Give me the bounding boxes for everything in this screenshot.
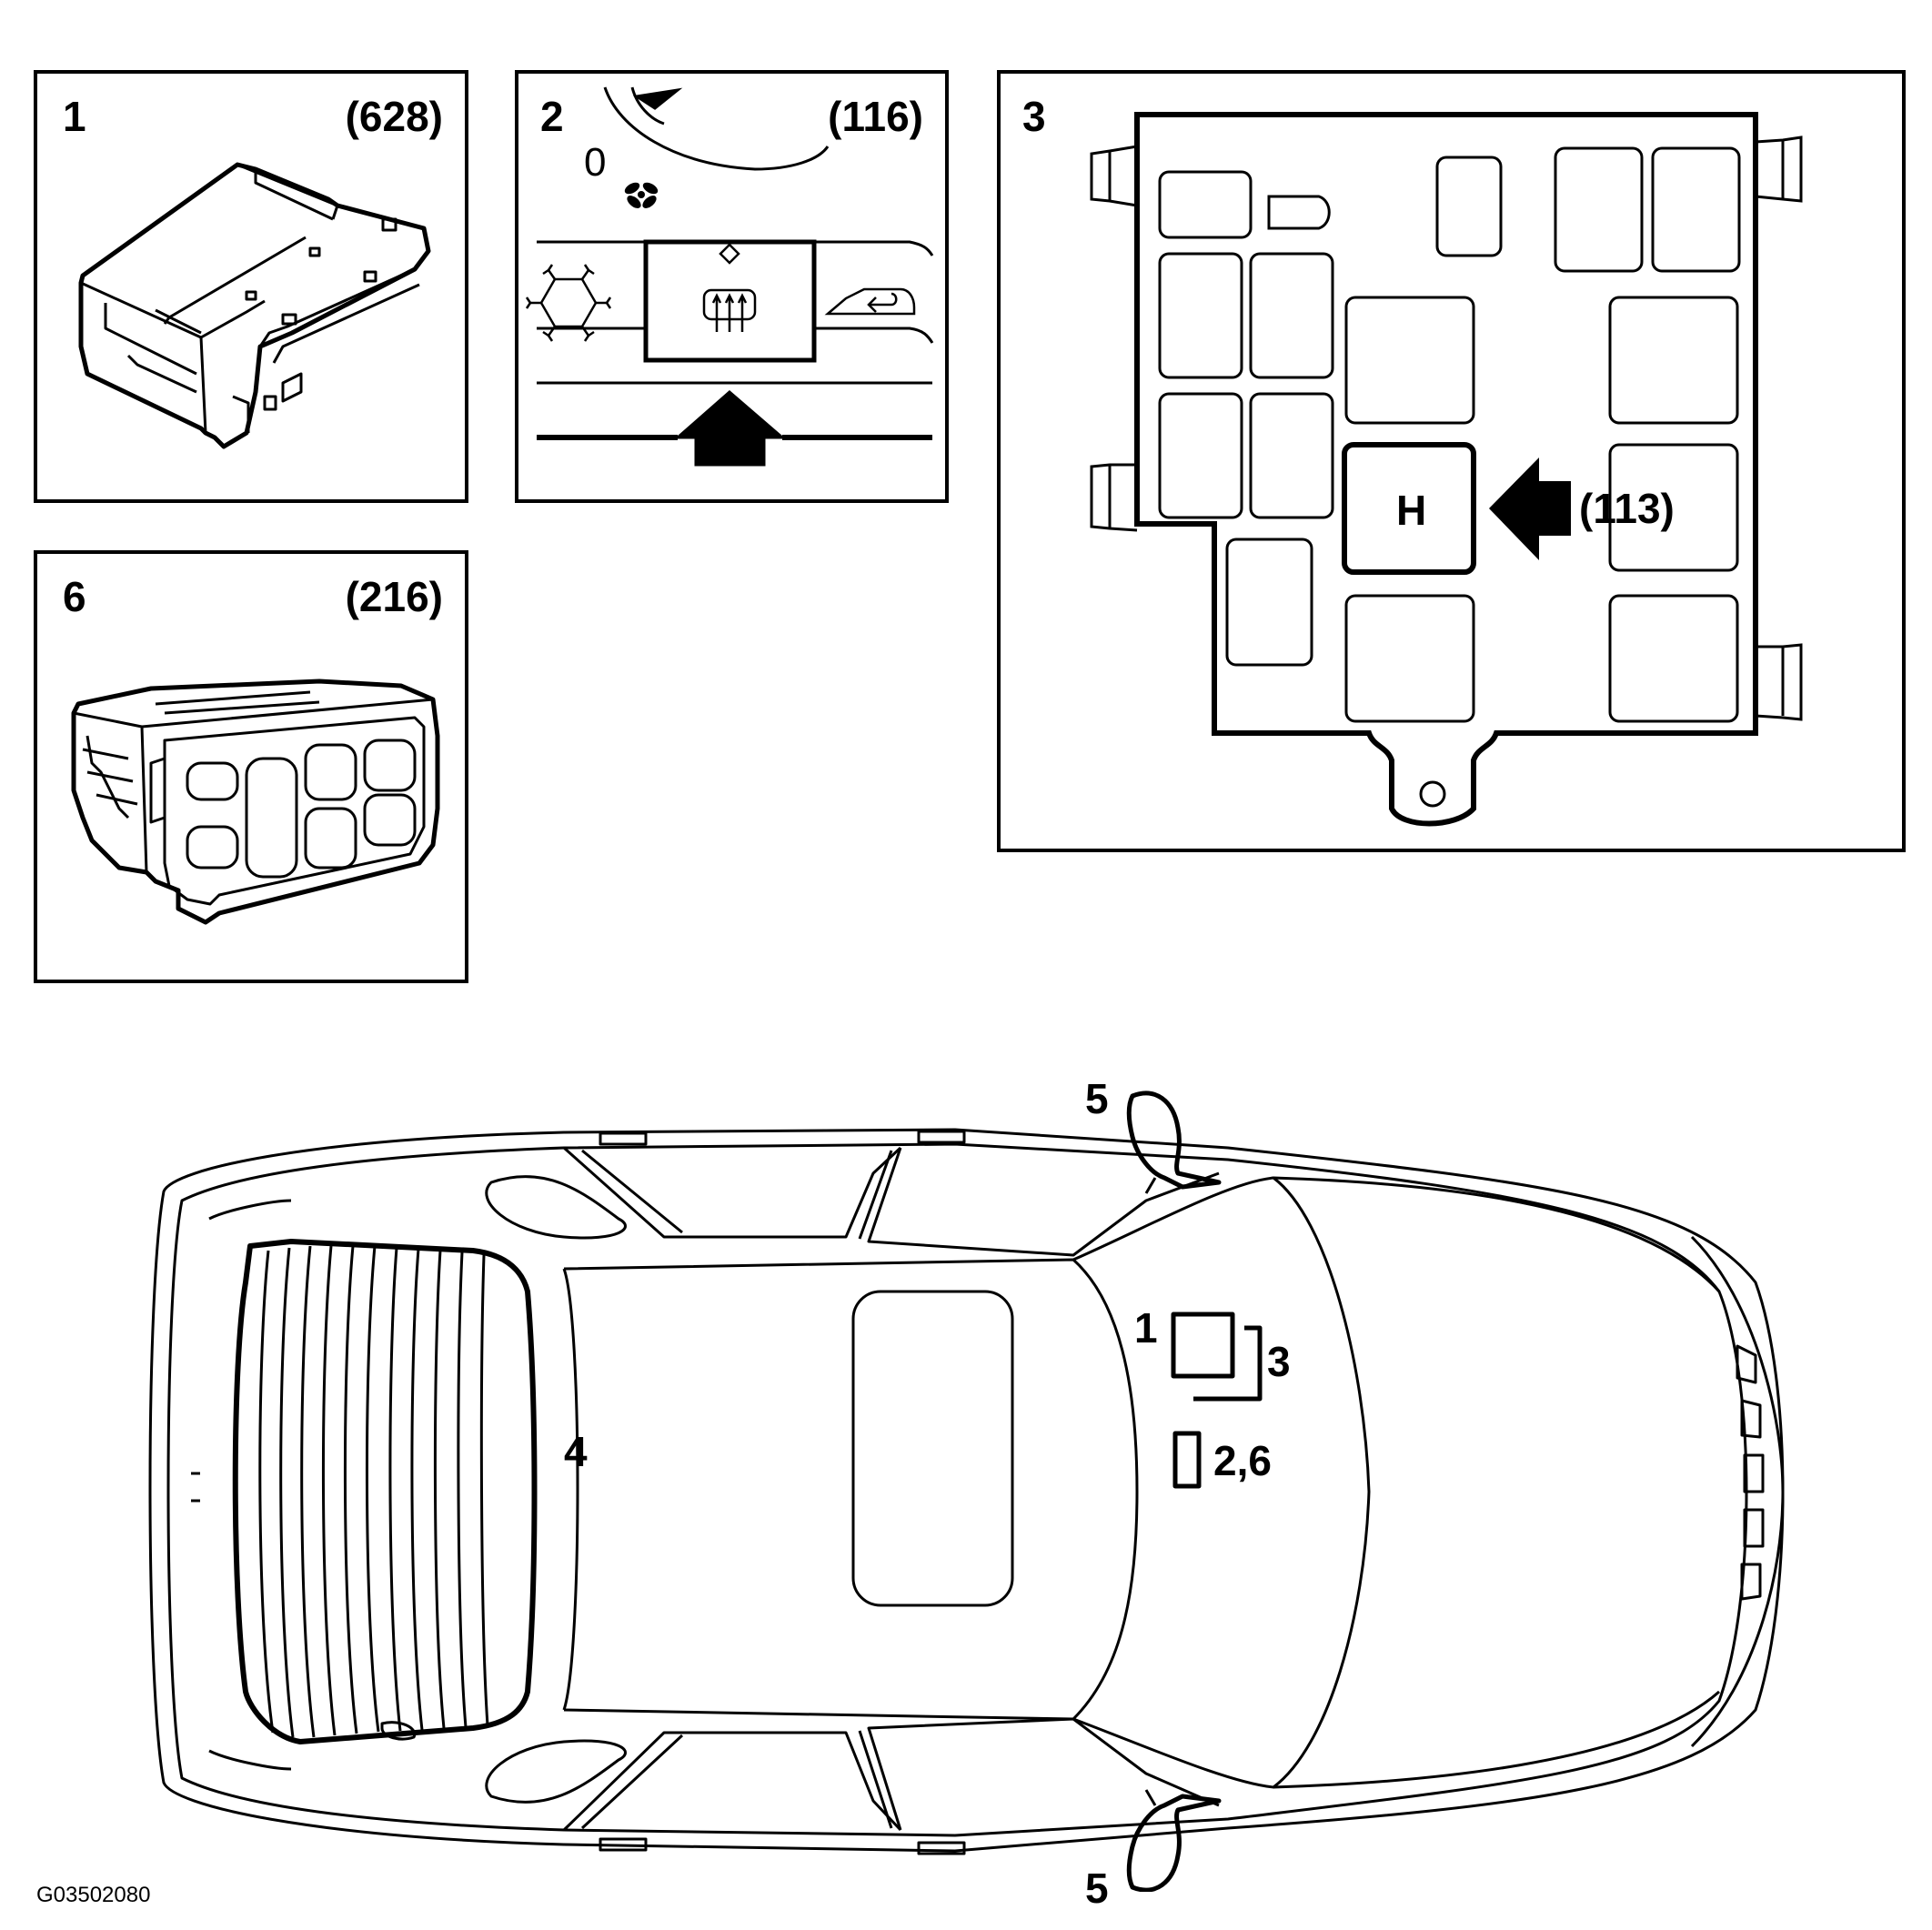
relay-h-label: H [1396, 487, 1427, 534]
climate-control-panel-art [525, 86, 934, 467]
control-module-icon [78, 162, 431, 449]
location-mark-3 [1193, 1325, 1263, 1402]
arrow-icon [674, 390, 787, 467]
mirror-top [1126, 1091, 1222, 1190]
panel-2-number: 2 [540, 93, 564, 140]
vehicle-top-view [148, 1091, 1785, 1892]
snowflake-icon [525, 264, 612, 342]
dial-pointer-icon [632, 87, 683, 110]
rear-defrost-button [643, 239, 817, 363]
blower-fan-icon [624, 182, 659, 208]
panel-1-ref: (628) [345, 93, 443, 140]
panel-3-number: 3 [1022, 93, 1046, 140]
panel-6-ref: (216) [345, 573, 443, 620]
rear-window [232, 1239, 538, 1744]
panel-2-ref: (116) [828, 93, 923, 140]
figure-id: G03502080 [36, 1883, 151, 1907]
panel-2-control-panel: 2 (116) 0 [515, 70, 949, 503]
relay-h [1342, 442, 1476, 575]
switch-panel-icon [71, 679, 440, 925]
location-mark-2-6 [1172, 1431, 1202, 1489]
mirror-bottom [1126, 1794, 1222, 1892]
callout-3: 3 [1267, 1338, 1291, 1385]
callout-1: 1 [1134, 1304, 1158, 1352]
callout-4: 4 [564, 1428, 588, 1475]
panel-1-number: 1 [63, 93, 86, 140]
arrow-icon [1489, 457, 1571, 560]
relay-box-icon [1090, 112, 1803, 827]
callout-5-bottom: 5 [1085, 1865, 1109, 1912]
panel-6-switch-module: 6 (216) [34, 550, 468, 983]
sunroof [851, 1290, 1014, 1607]
panel-1-control-module: 1 (628) [34, 70, 468, 503]
panel-3-relay-box: 3 H (113) [997, 70, 1906, 852]
relay-ref: (113) [1579, 485, 1675, 532]
panel-6-number: 6 [63, 573, 86, 620]
callout-2-6: 2,6 [1213, 1437, 1272, 1484]
dial-zero-label: 0 [584, 140, 607, 185]
rear-defrost-icon [702, 243, 757, 332]
recirculation-icon [824, 287, 916, 316]
callout-5-top: 5 [1085, 1075, 1109, 1122]
location-mark-1 [1171, 1312, 1235, 1379]
